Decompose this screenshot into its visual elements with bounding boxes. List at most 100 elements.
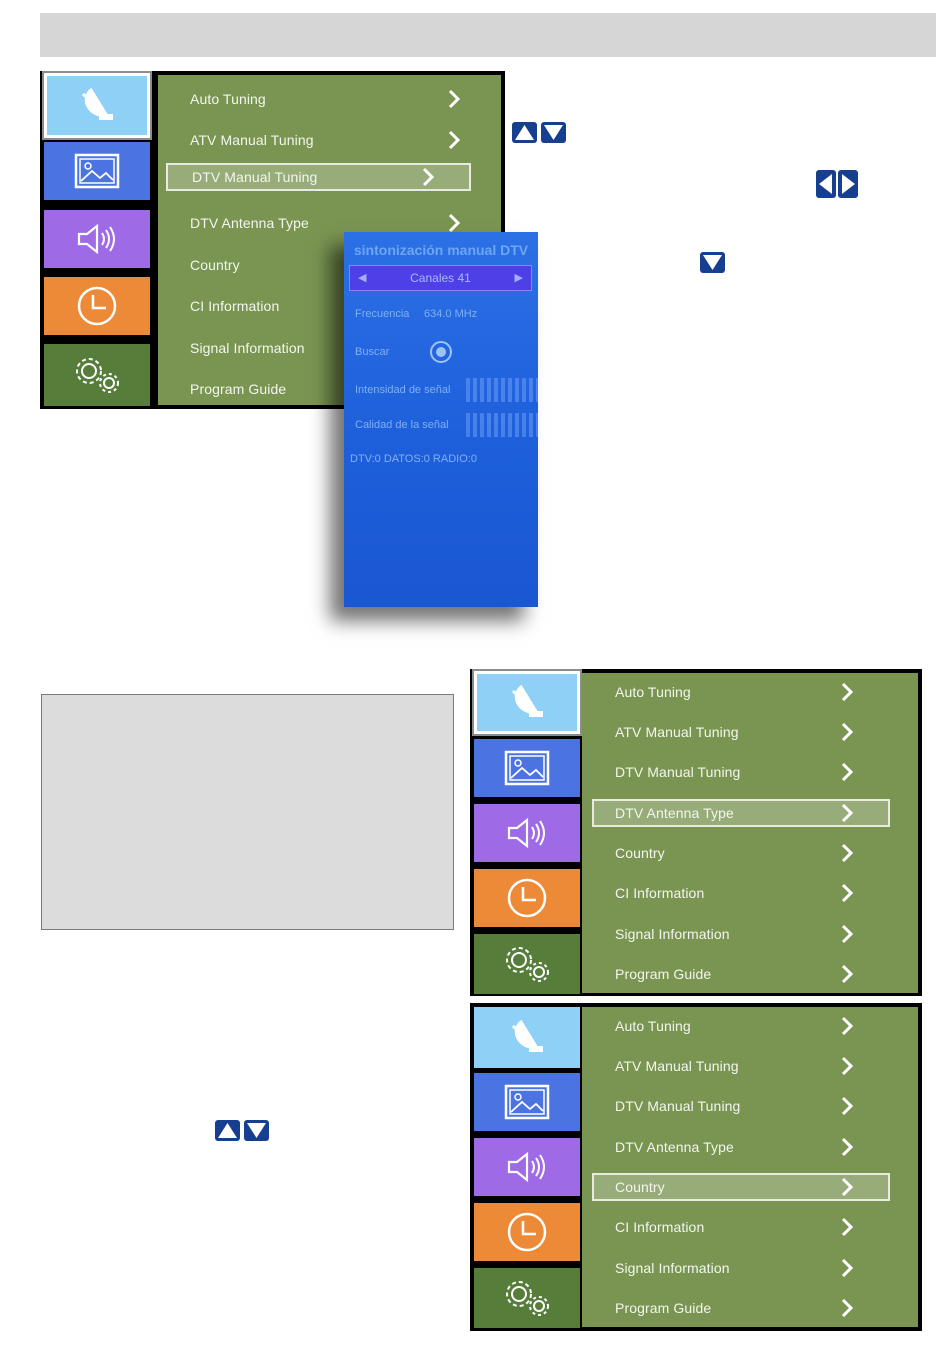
chevron-right-icon [841, 1137, 854, 1157]
chevron-right-icon [841, 1298, 854, 1318]
menu-item-label: DTV Manual Tuning [192, 169, 318, 185]
service-counts: DTV:0 DATOS:0 RADIO:0 [350, 453, 477, 465]
antenna-tile[interactable] [474, 1007, 580, 1068]
chevron-right-icon [448, 213, 461, 233]
sound-tile[interactable] [44, 210, 150, 268]
menu-item-label: ATV Manual Tuning [190, 132, 314, 148]
settings-tile[interactable] [474, 934, 580, 994]
up-key-icon [512, 122, 537, 143]
settings-tile[interactable] [44, 344, 150, 406]
menu-item-country[interactable]: Country [158, 251, 501, 279]
menu-item-signal-information[interactable]: Signal Information [582, 1254, 918, 1282]
menu-item-label: Auto Tuning [615, 684, 691, 700]
menu-item-ci-information[interactable]: CI Information [158, 292, 501, 320]
chevron-right-icon [841, 1096, 854, 1116]
antenna-icon [81, 87, 113, 120]
chevron-right-icon [841, 803, 854, 823]
chevron-right-icon [422, 167, 435, 187]
antenna-icon [511, 684, 543, 717]
chevron-right-icon [841, 883, 854, 903]
chevron-right-icon [841, 924, 854, 944]
menu-item-dtv-manual-tuning[interactable]: DTV Manual Tuning [582, 758, 918, 786]
menu-item-label: Program Guide [615, 1300, 712, 1316]
arrow-right-icon[interactable]: ▶ [514, 272, 523, 284]
chevron-right-icon [841, 682, 854, 702]
menu-item-label: Auto Tuning [615, 1018, 691, 1034]
menu-item-signal-information[interactable]: Signal Information [582, 920, 918, 948]
timer-tile[interactable] [44, 277, 150, 335]
menu-item-label: CI Information [615, 1219, 705, 1235]
menu-item-dtv-antenna-type[interactable]: DTV Antenna Type [592, 799, 890, 827]
menu-item-atv-manual-tuning[interactable]: ATV Manual Tuning [582, 1052, 918, 1080]
frequency-label: Frecuencia [355, 308, 410, 320]
menu-item-auto-tuning[interactable]: Auto Tuning [582, 678, 918, 706]
arrow-left-icon[interactable]: ◀ [358, 272, 367, 284]
menu-item-auto-tuning[interactable]: Auto Tuning [158, 85, 501, 113]
frequency-value: 634.0 MHz [424, 308, 478, 320]
clock-icon [77, 286, 117, 326]
chevron-right-icon [841, 762, 854, 782]
menu-item-dtv-manual-tuning[interactable]: DTV Manual Tuning [166, 163, 471, 191]
settings-icon [506, 947, 549, 982]
menu-item-label: CI Information [615, 885, 705, 901]
signal-strength-label: Intensidad de señal [355, 384, 451, 396]
menu-item-label: Program Guide [190, 381, 287, 397]
menu-item-label: DTV Antenna Type [615, 1139, 734, 1155]
signal-quality-bars [466, 413, 538, 437]
chevron-right-icon [448, 89, 461, 109]
picture-icon [504, 1084, 550, 1120]
menu-item-dtv-antenna-type[interactable]: DTV Antenna Type [582, 1133, 918, 1161]
settings-tile[interactable] [474, 1268, 580, 1328]
timer-tile[interactable] [474, 869, 580, 927]
sound-tile[interactable] [474, 804, 580, 862]
menu-item-atv-manual-tuning[interactable]: ATV Manual Tuning [158, 126, 501, 154]
menu-item-country[interactable]: Country [592, 1173, 890, 1201]
antenna-tile[interactable] [472, 669, 582, 736]
picture-tile[interactable] [474, 739, 580, 797]
search-radio[interactable] [430, 341, 452, 363]
down-key-icon [541, 122, 566, 143]
tv-menu-bottom: Auto Tuning ATV Manual Tuning DTV Manual… [470, 1003, 922, 1331]
menu-item-label: Auto Tuning [190, 91, 266, 107]
chevron-right-icon [841, 722, 854, 742]
menu-item-label: CI Information [190, 298, 280, 314]
settings-icon [76, 358, 119, 393]
header-bar [40, 13, 936, 57]
sound-icon [507, 817, 545, 849]
antenna-icon [511, 1019, 543, 1052]
picture-icon [504, 750, 550, 786]
chevron-right-icon [448, 130, 461, 150]
menu-item-signal-information[interactable]: Signal Information [158, 334, 501, 362]
menu-item-dtv-manual-tuning[interactable]: DTV Manual Tuning [582, 1092, 918, 1120]
chevron-right-icon [841, 843, 854, 863]
menu-item-label: Country [190, 257, 240, 273]
menu-item-label: Signal Information [615, 1260, 730, 1276]
channel-selector[interactable]: ◀ Canales 41 ▶ [349, 265, 532, 291]
menu-item-program-guide[interactable]: Program Guide [582, 960, 918, 988]
menu-item-program-guide[interactable]: Program Guide [158, 375, 501, 403]
menu-item-auto-tuning[interactable]: Auto Tuning [582, 1012, 918, 1040]
menu-item-ci-information[interactable]: CI Information [582, 1213, 918, 1241]
menu-item-ci-information[interactable]: CI Information [582, 879, 918, 907]
menu-item-dtv-antenna-type[interactable]: DTV Antenna Type [158, 209, 501, 237]
sound-icon [77, 223, 115, 255]
menu-item-label: Country [615, 1179, 665, 1195]
menu-item-program-guide[interactable]: Program Guide [582, 1294, 918, 1322]
picture-icon [74, 153, 120, 189]
timer-tile[interactable] [474, 1203, 580, 1261]
picture-tile[interactable] [44, 142, 150, 200]
submenu-title: sintonización manual DTV [353, 242, 529, 258]
clock-icon [507, 1212, 547, 1252]
menu-item-label: DTV Antenna Type [615, 805, 734, 821]
picture-tile[interactable] [474, 1073, 580, 1131]
chevron-right-icon [841, 1258, 854, 1278]
antenna-tile[interactable] [42, 71, 152, 140]
menu-item-label: Signal Information [190, 340, 305, 356]
channel-value: Canales 41 [410, 271, 471, 285]
menu-item-atv-manual-tuning[interactable]: ATV Manual Tuning [582, 718, 918, 746]
sound-tile[interactable] [474, 1138, 580, 1196]
down-key-icon [244, 1120, 269, 1141]
menu-item-label: Country [615, 845, 665, 861]
menu-item-country[interactable]: Country [582, 839, 918, 867]
tv-menu-middle: Auto Tuning ATV Manual Tuning DTV Manual… [470, 669, 922, 996]
